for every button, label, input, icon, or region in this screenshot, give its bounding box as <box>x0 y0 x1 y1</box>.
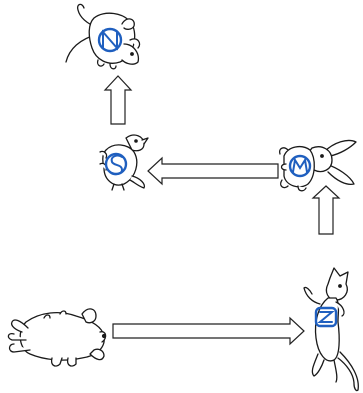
mouse-icon <box>65 3 141 70</box>
rabbit-vest <box>288 154 312 178</box>
arrow-cat-to-rabbit <box>311 185 341 235</box>
bird-vest <box>104 152 128 176</box>
mouse-figure <box>65 3 141 70</box>
arrow-dog-to-cat <box>112 316 305 346</box>
cat-icon <box>303 267 359 392</box>
rabbit-figure <box>278 139 357 192</box>
mouse-vest <box>97 27 123 53</box>
bird-figure <box>99 134 149 191</box>
bird-icon <box>99 134 149 191</box>
arrow-bird-to-mouse <box>103 75 133 125</box>
dog-figure <box>7 308 107 367</box>
cat-figure <box>303 267 359 392</box>
arrow-rabbit-to-bird <box>147 156 279 186</box>
dog-icon <box>7 308 107 367</box>
cat-vest <box>314 306 338 328</box>
